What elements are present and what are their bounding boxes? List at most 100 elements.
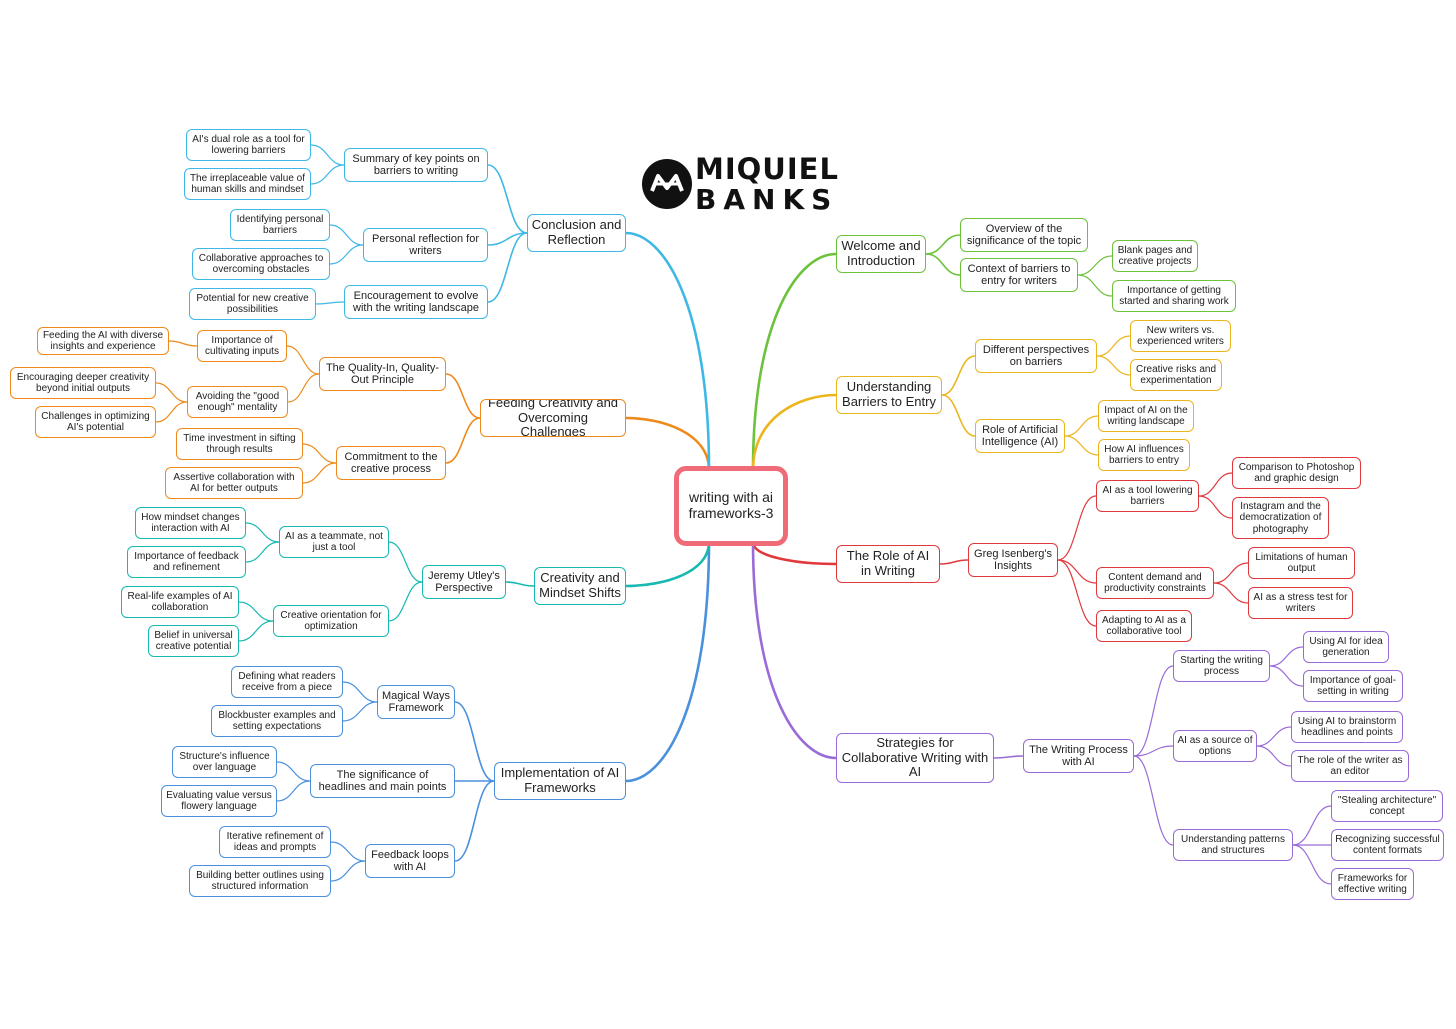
connector	[1198, 472, 1233, 497]
leaf-instagram[interactable]: Instagram and the democratization of pho…	[1232, 497, 1329, 539]
leaf-assertive-collaboration[interactable]: Assertive collaboration with AI for bett…	[165, 467, 303, 499]
subtopic-different-perspectives[interactable]: Different perspectives on barriers	[975, 339, 1097, 373]
connector	[1269, 665, 1304, 687]
leaf-evaluating-value[interactable]: Evaluating value versus flowery language	[161, 785, 277, 817]
connector	[1213, 562, 1249, 584]
connector	[329, 224, 364, 246]
leaf-universal-potential[interactable]: Belief in universal creative potential	[148, 625, 239, 657]
subtopic-quality-in-out[interactable]: The Quality-In, Quality-Out Principle	[319, 357, 446, 391]
topic-welcome[interactable]: Welcome and Introduction	[836, 235, 926, 273]
leaf-writer-as-editor[interactable]: The role of the writer as an editor	[1291, 750, 1409, 782]
node-ai-teammate[interactable]: AI as a teammate, not just a tool	[279, 526, 389, 558]
connector	[342, 681, 378, 703]
leaf-ai-influences-barriers[interactable]: How AI influences barriers to entry	[1098, 439, 1190, 471]
topic-strategies[interactable]: Strategies for Collaborative Writing wit…	[836, 733, 994, 783]
subtopic-writing-process[interactable]: The Writing Process with AI	[1023, 739, 1134, 773]
leaf-irreplaceable-value[interactable]: The irreplaceable value of human skills …	[184, 168, 311, 200]
leaf-better-outlines[interactable]: Building better outlines using structure…	[189, 865, 331, 897]
connector	[302, 462, 337, 484]
topic-creativity-mindset[interactable]: Creativity and Mindset Shifts	[534, 567, 626, 605]
leaf-time-investment[interactable]: Time investment in sifting through resul…	[176, 428, 303, 460]
topic-feeding-creativity[interactable]: Feeding Creativity and Overcoming Challe…	[480, 399, 626, 437]
subtopic-context-barriers[interactable]: Context of barriers to entry for writers	[960, 258, 1078, 292]
connector	[505, 581, 535, 587]
connector	[1256, 745, 1292, 767]
branch-trunk	[751, 252, 837, 471]
leaf-idea-generation[interactable]: Using AI for idea generation	[1303, 631, 1389, 663]
leaf-impact-of-ai[interactable]: Impact of AI on the writing landscape	[1098, 400, 1194, 432]
connector	[1256, 726, 1292, 747]
connector	[245, 541, 280, 563]
node-ai-tool-lowering[interactable]: AI as a tool lowering barriers	[1096, 480, 1199, 512]
connector	[168, 340, 198, 347]
subtopic-encouragement[interactable]: Encouragement to evolve with the writing…	[344, 285, 488, 319]
leaf-photoshop[interactable]: Comparison to Photoshop and graphic desi…	[1232, 457, 1361, 489]
connector	[276, 761, 311, 782]
node-patterns-structures[interactable]: Understanding patterns and structures	[1173, 829, 1293, 861]
node-adapting-to-ai[interactable]: Adapting to AI as a collaborative tool	[1096, 610, 1192, 642]
connector	[1057, 495, 1097, 561]
node-starting-writing[interactable]: Starting the writing process	[1173, 650, 1270, 682]
subtopic-headlines[interactable]: The significance of headlines and main p…	[310, 764, 455, 798]
connector	[310, 144, 345, 166]
connector	[238, 620, 274, 642]
connector	[1292, 805, 1332, 846]
leaf-brainstorm-headlines[interactable]: Using AI to brainstorm headlines and poi…	[1291, 711, 1403, 743]
leaf-optimizing-potential[interactable]: Challenges in optimizing AI's potential	[35, 406, 156, 438]
leaf-defining-readers[interactable]: Defining what readers receive from a pie…	[231, 666, 343, 698]
leaf-iterative-refinement[interactable]: Iterative refinement of ideas and prompt…	[219, 826, 331, 858]
leaf-successful-formats[interactable]: Recognizing successful content formats	[1331, 829, 1444, 861]
leaf-importance-feedback[interactable]: Importance of feedback and refinement	[127, 546, 246, 578]
connector	[388, 581, 423, 622]
leaf-real-life-examples[interactable]: Real-life examples of AI collaboration	[121, 586, 239, 618]
connector	[925, 253, 961, 276]
node-content-demand[interactable]: Content demand and productivity constrai…	[1096, 567, 1214, 599]
leaf-goal-setting[interactable]: Importance of goal-setting in writing	[1303, 670, 1403, 702]
leaf-blank-pages[interactable]: Blank pages and creative projects	[1112, 240, 1198, 272]
subtopic-role-of-ai[interactable]: Role of Artificial Intelligence (AI)	[975, 419, 1065, 453]
leaf-mindset-changes[interactable]: How mindset changes interaction with AI	[135, 507, 246, 539]
branch-trunk	[751, 393, 837, 471]
leaf-frameworks-effective[interactable]: Frameworks for effective writing	[1331, 868, 1414, 900]
leaf-stealing-architecture[interactable]: "Stealing architecture" concept	[1331, 790, 1443, 822]
leaf-feeding-ai[interactable]: Feeding the AI with diverse insights and…	[37, 327, 169, 355]
leaf-stress-test[interactable]: AI as a stress test for writers	[1248, 587, 1353, 619]
leaf-personal-barriers[interactable]: Identifying personal barriers	[230, 209, 330, 241]
branch-trunk	[625, 416, 711, 471]
topic-understanding-barriers[interactable]: Understanding Barriers to Entry	[836, 376, 942, 414]
leaf-deeper-creativity[interactable]: Encouraging deeper creativity beyond ini…	[10, 367, 156, 399]
logo-line-2: BANKS	[695, 183, 839, 216]
subtopic-overview[interactable]: Overview of the significance of the topi…	[960, 218, 1088, 252]
subtopic-magical-ways[interactable]: Magical Ways Framework	[377, 685, 455, 719]
connector	[941, 355, 976, 396]
leaf-creative-risks[interactable]: Creative risks and experimentation	[1130, 359, 1222, 391]
leaf-dual-role[interactable]: AI's dual role as a tool for lowering ba…	[186, 129, 311, 161]
subtopic-summary[interactable]: Summary of key points on barriers to wri…	[344, 148, 488, 182]
connector	[238, 601, 274, 622]
node-creative-orientation[interactable]: Creative orientation for optimization	[273, 605, 389, 637]
leaf-new-vs-experienced[interactable]: New writers vs. experienced writers	[1130, 320, 1231, 352]
subtopic-greg-isenberg[interactable]: Greg Isenberg's Insights	[968, 543, 1058, 577]
leaf-blockbuster[interactable]: Blockbuster examples and setting expecta…	[211, 705, 343, 737]
node-source-of-options[interactable]: AI as a source of options	[1173, 730, 1257, 762]
subtopic-jeremy-utley[interactable]: Jeremy Utley's Perspective	[422, 565, 506, 599]
connector	[1133, 755, 1174, 846]
central-topic[interactable]: writing with ai frameworks-3	[674, 466, 788, 546]
topic-implementation[interactable]: Implementation of AI Frameworks	[494, 762, 626, 800]
leaf-getting-started[interactable]: Importance of getting started and sharin…	[1112, 280, 1236, 312]
leaf-human-output[interactable]: Limitations of human output	[1248, 547, 1355, 579]
logo-line-1: MIQUIEL	[695, 152, 839, 186]
leaf-new-possibilities[interactable]: Potential for new creative possibilities	[189, 288, 316, 320]
node-cultivating-inputs[interactable]: Importance of cultivating inputs	[197, 330, 287, 362]
connector	[1057, 559, 1097, 584]
node-good-enough[interactable]: Avoiding the "good enough" mentality	[187, 386, 288, 418]
connector	[941, 394, 976, 437]
topic-conclusion[interactable]: Conclusion and Reflection	[527, 214, 626, 252]
subtopic-feedback-loops[interactable]: Feedback loops with AI	[365, 844, 455, 878]
connector	[454, 780, 495, 862]
leaf-collaborative-approaches[interactable]: Collaborative approaches to overcoming o…	[192, 248, 330, 280]
subtopic-personal-reflection[interactable]: Personal reflection for writers	[363, 228, 488, 262]
topic-role-of-ai[interactable]: The Role of AI in Writing	[836, 545, 940, 583]
subtopic-commitment[interactable]: Commitment to the creative process	[336, 446, 446, 480]
leaf-structure-influence[interactable]: Structure's influence over language	[172, 746, 277, 778]
